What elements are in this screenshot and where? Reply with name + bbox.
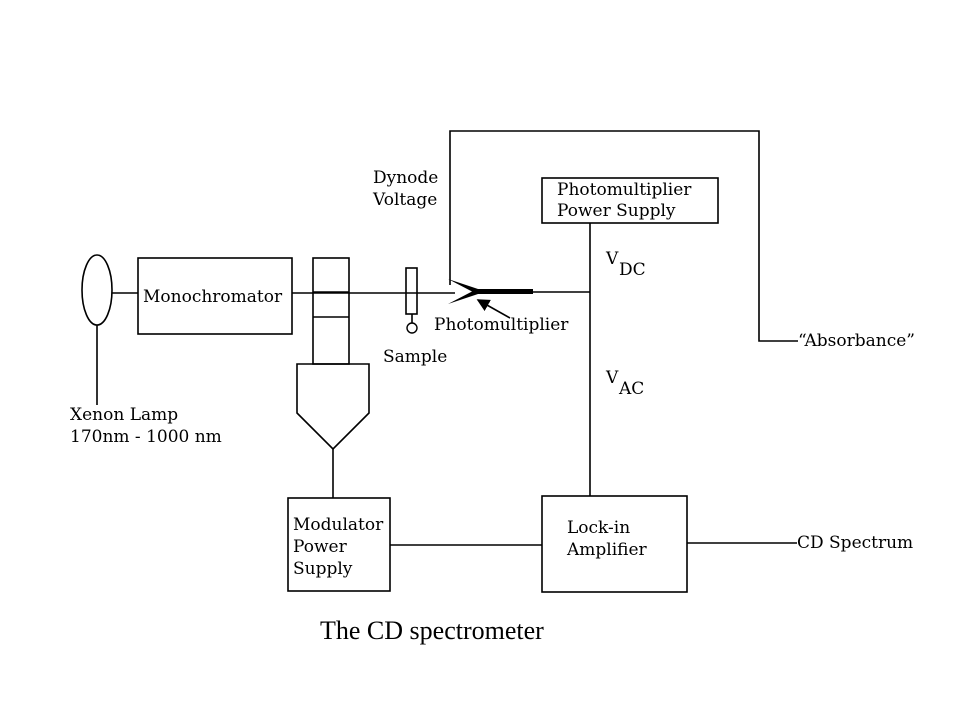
vac-subscript: AC [618,379,644,399]
monochromator-box [137,257,293,335]
pm-power-supply-box [541,177,719,224]
xenon-lamp-icon [81,254,113,326]
xenon-lamp-range-label: 170nm - 1000 nm [70,427,222,447]
modulator-top-box [312,257,350,365]
modulator-power-label-1: Modulator [293,515,384,535]
vdc-subscript: DC [619,260,646,280]
sample-label: Sample [383,347,447,367]
sample-cell [405,267,418,315]
monochromator-label: Monochromator [143,287,283,307]
dynode-voltage-feedback-line [449,130,798,342]
lock-in-amplifier-box [541,495,688,593]
cd-spectrum-label: CD Spectrum [797,533,913,553]
photomultiplier-icon [448,279,533,304]
modulator-transducer-shape [296,363,370,451]
diagram-caption: The CD spectrometer [320,616,544,645]
pm-power-supply-label-2: Power Supply [557,201,676,221]
sample-holder-icon [406,322,418,334]
pm-power-supply-label-1: Photomultiplier [557,180,692,200]
vac-label: V [605,368,619,388]
lock-in-label-2: Amplifier [566,540,648,560]
absorbance-label: “Absorbance” [798,331,915,351]
lock-in-label-1: Lock-in [567,518,630,538]
photomultiplier-pointer-arrow [476,299,511,319]
dynode-label: Dynode [373,168,438,188]
photomultiplier-label: Photomultiplier [434,315,569,335]
xenon-lamp-label: Xenon Lamp [70,405,178,425]
dynode-voltage-label: Voltage [372,190,437,210]
modulator-power-label-2: Power [293,537,348,557]
modulator-power-label-3: Supply [293,559,353,579]
vdc-label: V [605,249,619,269]
